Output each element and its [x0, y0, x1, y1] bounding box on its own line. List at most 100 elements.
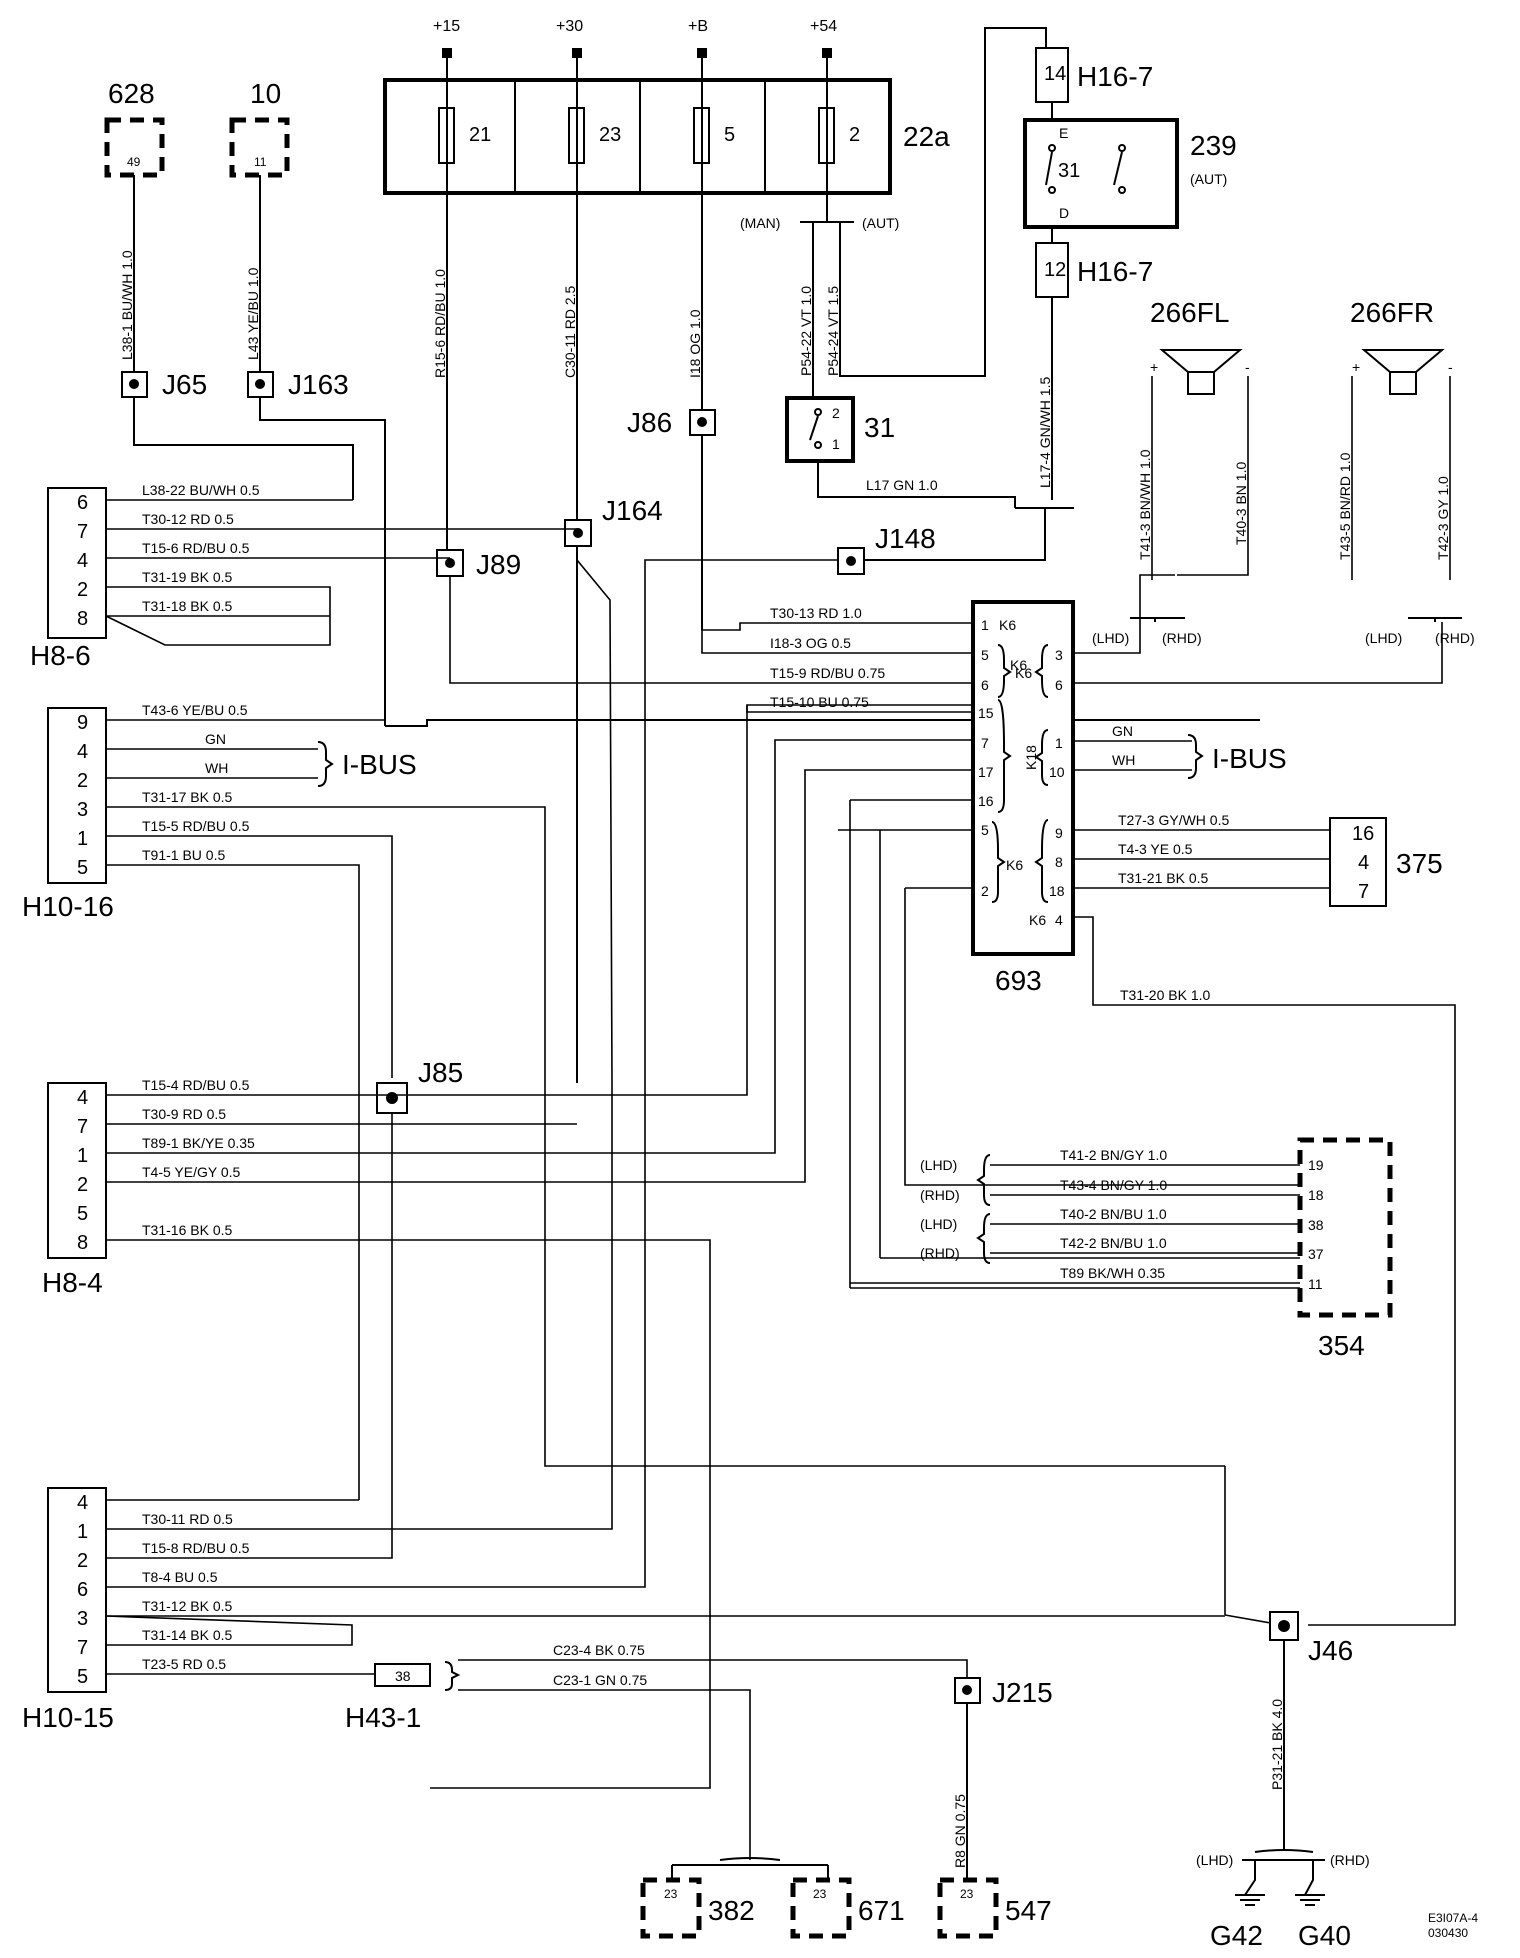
- speaker-266fr: 266FR + -: [1350, 297, 1453, 395]
- svg-text:5: 5: [981, 822, 989, 838]
- svg-text:T15-4 RD/BU 0.5: T15-4 RD/BU 0.5: [142, 1077, 250, 1093]
- ref-code: E3I07A-4: [1428, 1911, 1478, 1925]
- svg-text:T43-6 YE/BU 0.5: T43-6 YE/BU 0.5: [142, 702, 248, 718]
- junction-j215: J215: [954, 1677, 1053, 1708]
- svg-text:GN: GN: [205, 731, 226, 747]
- fusebox-name: 22a: [903, 121, 950, 152]
- power-terminals: +15 +30 +B +54: [433, 18, 837, 58]
- svg-text:19: 19: [1308, 1157, 1324, 1173]
- svg-text:T30-12 RD 0.5: T30-12 RD 0.5: [142, 511, 234, 527]
- svg-text:4: 4: [77, 550, 88, 572]
- svg-text:GN: GN: [1112, 723, 1133, 739]
- svg-text:18: 18: [1049, 883, 1065, 899]
- m693-left-wires: T30-13 RD 1.0 I18-3 OG 0.5 T15-9 RD/BU 0…: [449, 435, 1308, 1289]
- speaker-266fl: 266FL + -: [1150, 297, 1250, 395]
- junction-j85: J85: [376, 1057, 463, 1114]
- svg-text:7: 7: [1358, 881, 1369, 903]
- svg-text:T15-9 RD/BU 0.75: T15-9 RD/BU 0.75: [770, 665, 885, 681]
- svg-text:T31-20 BK 1.0: T31-20 BK 1.0: [1120, 987, 1210, 1003]
- junction-j89: J89: [436, 549, 521, 580]
- svg-text:7: 7: [77, 1637, 88, 1659]
- connector-671: 23 671: [790, 1877, 905, 1939]
- svg-text:T31-18 BK 0.5: T31-18 BK 0.5: [142, 598, 232, 614]
- svg-text:T91-1 BU 0.5: T91-1 BU 0.5: [142, 847, 225, 863]
- svg-text:8: 8: [77, 1232, 88, 1254]
- svg-text:7: 7: [77, 1116, 88, 1138]
- svg-text:(RHD): (RHD): [1162, 630, 1202, 646]
- connector-628: 628 49: [104, 78, 165, 178]
- svg-text:D: D: [1059, 205, 1069, 221]
- svg-text:T15-8 RD/BU 0.5: T15-8 RD/BU 0.5: [142, 1540, 250, 1556]
- connector-h10-15: 4 1 2 6 3 7 5 H10-15: [22, 1487, 114, 1733]
- svg-text:(LHD): (LHD): [1365, 630, 1402, 646]
- svg-text:15: 15: [978, 705, 994, 721]
- svg-text:(LHD): (LHD): [920, 1216, 957, 1232]
- junction-j164: J164: [564, 495, 663, 547]
- svg-text:T43-5 BN/RD 1.0: T43-5 BN/RD 1.0: [1337, 452, 1353, 560]
- switch-31: 2 1 31: [785, 396, 895, 463]
- svg-text:T15-10 BU 0.75: T15-10 BU 0.75: [770, 694, 869, 710]
- svg-text:4: 4: [1358, 852, 1369, 874]
- svg-text:T27-3 GY/WH 0.5: T27-3 GY/WH 0.5: [1118, 812, 1229, 828]
- svg-text:T43-4 BN/GY 1.0: T43-4 BN/GY 1.0: [1060, 1177, 1167, 1193]
- svg-text:6: 6: [1055, 677, 1063, 693]
- svg-text:2: 2: [77, 1174, 88, 1196]
- svg-text:H10-15: H10-15: [22, 1702, 114, 1733]
- svg-text:T8-4 BU 0.5: T8-4 BU 0.5: [142, 1569, 218, 1585]
- svg-text:J164: J164: [602, 495, 663, 526]
- svg-text:(RHD): (RHD): [920, 1187, 960, 1203]
- c354-wires: T41-2 BN/GY 1.0 T43-4 BN/GY 1.0 T40-2 BN…: [850, 1147, 1300, 1284]
- svg-text:WH: WH: [1112, 752, 1135, 768]
- svg-text:6: 6: [77, 492, 88, 514]
- svg-text:E: E: [1059, 125, 1068, 141]
- svg-text:J148: J148: [875, 523, 936, 554]
- svg-text:+: +: [1352, 359, 1360, 375]
- svg-text:T4-5 YE/GY 0.5: T4-5 YE/GY 0.5: [142, 1164, 241, 1180]
- connector-h8-4: 4 7 1 2 5 8 H8-4: [42, 1082, 107, 1298]
- svg-text:T41-2 BN/GY 1.0: T41-2 BN/GY 1.0: [1060, 1147, 1167, 1163]
- svg-text:I-BUS: I-BUS: [1212, 743, 1287, 774]
- svg-text:T31-19 BK 0.5: T31-19 BK 0.5: [142, 569, 232, 585]
- svg-text:11: 11: [254, 155, 267, 169]
- svg-text:(RHD): (RHD): [920, 1245, 960, 1261]
- svg-text:671: 671: [858, 1895, 905, 1926]
- svg-text:16: 16: [1352, 823, 1374, 845]
- svg-text:1: 1: [832, 436, 840, 452]
- wire-p5422-label: P54-22 VT 1.0: [798, 286, 814, 376]
- svg-text:K6: K6: [1015, 665, 1032, 681]
- svg-text:K6: K6: [999, 617, 1016, 633]
- m693-right-wires: GN WH I-BUS T27-3 GY/WH 0.5 T4-3 YE 0.5 …: [1073, 574, 1456, 1626]
- svg-text:T31-17 BK 0.5: T31-17 BK 0.5: [142, 789, 232, 805]
- svg-text:375: 375: [1396, 848, 1443, 879]
- svg-text:T31-12 BK 0.5: T31-12 BK 0.5: [142, 1598, 232, 1614]
- svg-text:7: 7: [77, 521, 88, 543]
- svg-text:8: 8: [77, 608, 88, 630]
- svg-text:J85: J85: [418, 1057, 463, 1088]
- label-plus54: +54: [810, 18, 837, 35]
- svg-text:(RHD): (RHD): [1330, 1852, 1370, 1868]
- svg-text:266FL: 266FL: [1150, 297, 1229, 328]
- svg-text:1: 1: [981, 617, 989, 633]
- svg-text:T15-5 RD/BU 0.5: T15-5 RD/BU 0.5: [142, 818, 250, 834]
- svg-text:4: 4: [77, 1492, 88, 1514]
- svg-text:H16-7: H16-7: [1077, 256, 1153, 287]
- connector-h8-6: 6 7 4 2 8 H8-6: [30, 487, 107, 671]
- svg-text:J86: J86: [627, 407, 672, 438]
- connector-h43-1: 38 H43-1: [345, 1663, 431, 1733]
- svg-text:T89-1 BK/YE 0.35: T89-1 BK/YE 0.35: [142, 1135, 255, 1151]
- fusebox-22a: 21 23 5 2 22a: [383, 78, 950, 195]
- svg-text:T40-3 BN 1.0: T40-3 BN 1.0: [1233, 462, 1249, 545]
- label-plus30: +30: [556, 18, 583, 35]
- svg-text:H16-7: H16-7: [1077, 61, 1153, 92]
- svg-text:T30-11 RD 0.5: T30-11 RD 0.5: [142, 1511, 233, 1527]
- svg-text:T42-2 BN/BU 1.0: T42-2 BN/BU 1.0: [1060, 1235, 1167, 1251]
- svg-text:H8-6: H8-6: [30, 640, 91, 671]
- junction-j148: J148: [837, 523, 936, 575]
- junction-j46: J46: [1269, 1611, 1353, 1666]
- connector-h16-7-top: 14 H16-7: [1035, 47, 1153, 103]
- svg-text:10: 10: [1049, 764, 1065, 780]
- svg-text:11: 11: [1308, 1276, 1323, 1292]
- connector-h16-7-bottom: 12 H16-7: [1035, 242, 1153, 298]
- svg-text:6: 6: [77, 1579, 88, 1601]
- svg-text:J65: J65: [162, 369, 207, 400]
